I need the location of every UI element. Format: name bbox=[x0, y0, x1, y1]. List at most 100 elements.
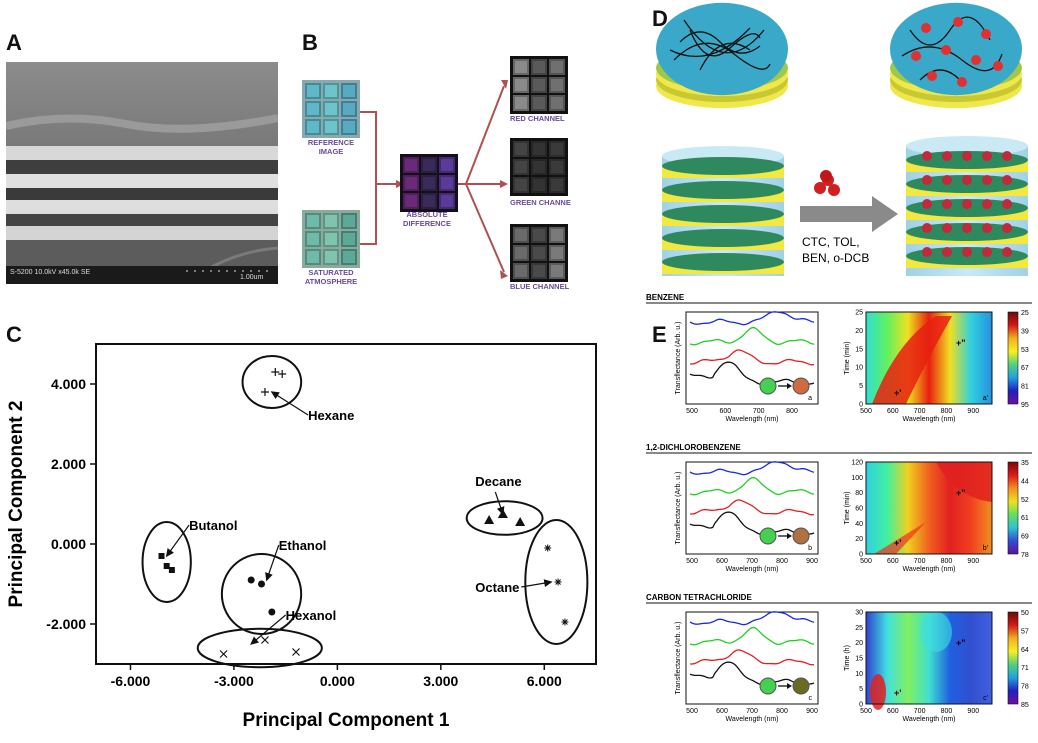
pca-cluster-label-ethanol: Ethanol bbox=[279, 538, 327, 553]
green-channel-grid bbox=[510, 138, 568, 196]
pca-cluster-decane bbox=[465, 500, 544, 536]
pca-point-ethanol bbox=[258, 580, 266, 588]
pca-point-butanol bbox=[168, 567, 175, 573]
pca-point-decane bbox=[515, 517, 526, 526]
panel-label-d: D bbox=[652, 6, 668, 31]
pca-ylabel: Principal Component 2 bbox=[6, 401, 27, 608]
pca-point-hexanol bbox=[261, 636, 269, 644]
heatmap-frame bbox=[865, 311, 993, 405]
colorbar-tick: 85 bbox=[1021, 702, 1029, 709]
pca-point-octane bbox=[561, 618, 569, 626]
pca-point-butanol bbox=[163, 563, 170, 569]
pca-xlabel: Principal Component 1 bbox=[243, 710, 450, 731]
color-after-icon bbox=[792, 527, 810, 545]
pca-cluster-hexanol bbox=[196, 627, 323, 669]
pca-arrowhead bbox=[250, 636, 260, 645]
colorbar-tick: 78 bbox=[1021, 552, 1029, 559]
sub-label-right: a' bbox=[983, 395, 988, 402]
pca-point-ethanol bbox=[247, 576, 255, 584]
colorbar-tick: 67 bbox=[1021, 365, 1029, 372]
colorbar-tick: 69 bbox=[1021, 534, 1029, 541]
panel-label-c: C bbox=[6, 322, 22, 347]
spectra-xtick: 700 bbox=[746, 708, 758, 715]
spectrum-trace bbox=[689, 326, 815, 346]
map-ytick: 100 bbox=[851, 475, 863, 482]
spectrum-trace bbox=[689, 626, 815, 646]
pca-point-decane bbox=[484, 515, 495, 524]
map-xtick: 600 bbox=[887, 408, 899, 415]
map-xlabel: Wavelength (nm) bbox=[902, 716, 955, 723]
map-xtick: 900 bbox=[967, 408, 979, 415]
map-ytick: 5 bbox=[859, 383, 863, 390]
pca-point-octane bbox=[544, 544, 552, 552]
map-ytick: 25 bbox=[855, 310, 863, 317]
colorbar bbox=[1007, 461, 1019, 555]
map-ylabel: Time (h) bbox=[844, 645, 851, 671]
pca-cluster-label-octane: Octane bbox=[475, 580, 519, 595]
spectra-xtick: 800 bbox=[776, 708, 788, 715]
spectra-xtick: 600 bbox=[716, 708, 728, 715]
color-before-icon bbox=[759, 677, 777, 695]
spectra-xtick: 900 bbox=[806, 708, 818, 715]
map-ytick: 15 bbox=[855, 656, 863, 663]
pca-point-octane bbox=[554, 578, 562, 586]
spectra-xtick: 600 bbox=[716, 558, 728, 565]
map-ytick: 10 bbox=[855, 671, 863, 678]
color-after-icon bbox=[792, 677, 810, 695]
heatmap-band bbox=[872, 316, 952, 404]
map-ylabel: Time (min) bbox=[844, 491, 851, 524]
spectra-xtick: 500 bbox=[686, 558, 698, 565]
pca-cluster-ethanol bbox=[220, 553, 303, 635]
reference-image-grid bbox=[302, 80, 360, 138]
map-ytick: 80 bbox=[855, 490, 863, 497]
map-xtick: 500 bbox=[860, 408, 872, 415]
map-ytick: 20 bbox=[855, 536, 863, 543]
spectra-ylabel: Transflectance (Arb. u.) bbox=[675, 622, 682, 695]
colorbar-tick: 39 bbox=[1021, 328, 1029, 335]
map-ytick: 10 bbox=[855, 365, 863, 372]
map-ytick: 20 bbox=[855, 640, 863, 647]
pca-cluster-label-hexanol: Hexanol bbox=[286, 608, 337, 623]
colorbar-tick: 25 bbox=[1021, 310, 1029, 317]
spectra-ylabel: Transflectance (Arb. u.) bbox=[675, 472, 682, 545]
analyte-arrow bbox=[800, 170, 898, 232]
pca-cluster-label-hexane: Hexane bbox=[308, 408, 354, 423]
spectra-xtick: 900 bbox=[806, 558, 818, 565]
marker-prime: +' bbox=[894, 388, 901, 398]
polymer-disk-right bbox=[890, 2, 1022, 108]
map-ytick: 15 bbox=[855, 346, 863, 353]
marker-double-prime: +" bbox=[956, 638, 966, 648]
map-xtick: 700 bbox=[914, 408, 926, 415]
spectra-xlabel: Wavelength (nm) bbox=[725, 416, 778, 423]
colorbar-tick: 35 bbox=[1021, 460, 1029, 467]
pca-point-hexane bbox=[260, 388, 269, 396]
panel-label-e: E bbox=[652, 322, 667, 347]
pca-cluster-label-decane: Decane bbox=[475, 474, 521, 489]
colorbar-tick: 61 bbox=[1021, 515, 1029, 522]
pca-ytick-label: 2.000 bbox=[51, 456, 86, 472]
map-ytick: 40 bbox=[855, 521, 863, 528]
map-ytick: 60 bbox=[855, 506, 863, 513]
pca-ytick-label: 4.000 bbox=[51, 376, 86, 392]
pca-xtick-label: 6.000 bbox=[527, 673, 562, 689]
sub-label-left: c bbox=[809, 695, 813, 702]
spectrum-trace bbox=[689, 311, 815, 326]
section-title: CARBON TETRACHLORIDE bbox=[646, 593, 752, 602]
pca-point-hexane bbox=[271, 368, 280, 376]
spectrum-trace bbox=[689, 361, 815, 386]
map-xtick: 500 bbox=[860, 558, 872, 565]
heatmap-band bbox=[936, 462, 992, 502]
sem-image: S-5200 10.0kV x45.0k SE 1.00um bbox=[6, 62, 278, 284]
pca-arrowhead bbox=[265, 572, 273, 582]
panel-label-b: B bbox=[302, 30, 318, 55]
map-ytick: 120 bbox=[851, 460, 863, 467]
blue-channel-grid bbox=[510, 224, 568, 282]
spectrum-trace bbox=[689, 476, 815, 496]
pca-point-hexanol bbox=[219, 650, 228, 658]
absolute-difference-grid bbox=[400, 154, 458, 212]
pca-arrow-hexanol bbox=[250, 614, 287, 645]
colorbar bbox=[1007, 611, 1019, 705]
